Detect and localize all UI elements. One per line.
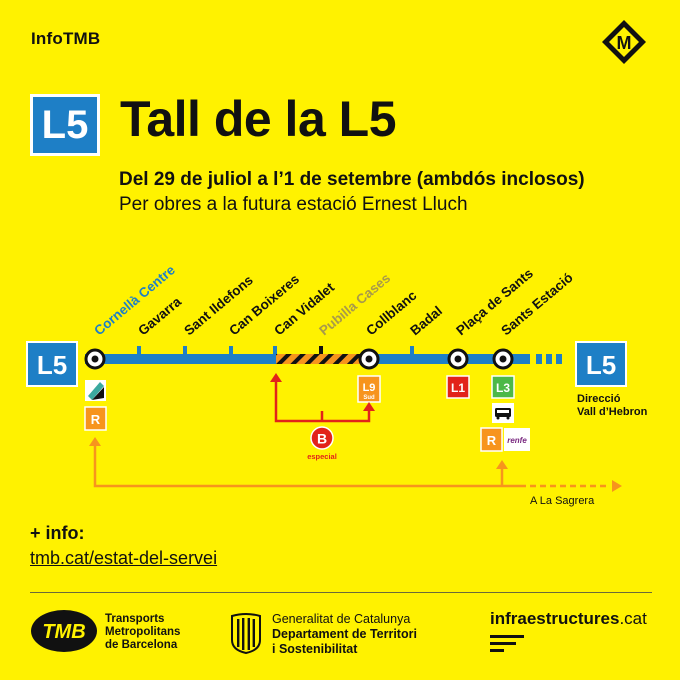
sagrera-label: A La Sagrera [530, 495, 595, 507]
bus-icon [492, 403, 514, 423]
svg-text:M: M [617, 33, 632, 53]
generalitat-name: Generalitat de Catalunya Departament de … [272, 612, 417, 656]
footer-divider [30, 592, 652, 593]
l1-badge: L1 [446, 375, 470, 399]
special-bus-route [274, 381, 371, 423]
svg-text:L3: L3 [496, 381, 510, 395]
svg-text:R: R [487, 433, 497, 448]
svg-text:L1: L1 [451, 381, 465, 395]
metro-m-diamond-icon: M [602, 20, 646, 64]
rodalies-arrow-right [612, 480, 622, 492]
tram-icon [85, 380, 106, 401]
special-bus-label: especial [307, 452, 337, 461]
tmb-logo: TMB [31, 610, 97, 652]
closed-segment [276, 354, 368, 364]
tmb-name: Transports Metropolitans de Barcelona [105, 613, 181, 651]
infraestructures-logo: infraestructures.cat [490, 609, 647, 628]
svg-text:R: R [91, 412, 101, 427]
svg-text:Sud: Sud [363, 395, 375, 401]
line-badge-l5: L5 [30, 94, 100, 156]
direction-label: Direcció [577, 393, 621, 405]
l9-sud-badge: L9 Sud [357, 375, 381, 403]
line-badge-left: L5 [26, 341, 78, 387]
page-title: Tall de la L5 [120, 91, 397, 147]
generalitat-shield-icon [231, 613, 261, 654]
l3-badge: L3 [491, 375, 515, 399]
station-label-badal: Badal [407, 303, 445, 338]
line-track-dashes [536, 354, 562, 364]
more-info-label: + info: [30, 523, 85, 543]
svg-text:B: B [317, 431, 327, 447]
station-ticks [137, 346, 414, 354]
special-bus-badge: B [310, 426, 334, 450]
closure-dates: Del 29 de juliol a l’1 de setembre (ambd… [119, 169, 585, 190]
special-bus-arrow-left [270, 373, 282, 382]
brand-infotmb: InfoTMB [31, 29, 101, 48]
renfe-logo: renfe [504, 428, 530, 451]
pubilla-cases-tick [319, 346, 323, 354]
svg-text:L9: L9 [363, 382, 376, 394]
rodalies-badge-cornella: R [84, 406, 107, 431]
svg-text:L5: L5 [586, 350, 616, 380]
rodalies-arrow-up-cornella [89, 437, 101, 446]
more-info-link[interactable]: tmb.cat/estat-del-servei [30, 548, 218, 568]
svg-text:TMB: TMB [42, 621, 85, 643]
line-map: L5 Cornellà Centre Gavarra Sant Ildefons… [26, 262, 648, 507]
rodalies-badge-sants: R [480, 427, 503, 452]
svg-text:renfe: renfe [507, 436, 527, 445]
rodalies-arrow-up-sants [496, 460, 508, 469]
direction-destination: Vall d’Hebron [577, 406, 648, 418]
line-badge-right: L5 [575, 341, 627, 387]
station-label-placa-de-sants: Plaça de Sants [453, 266, 536, 339]
infraestructures-lines-icon [490, 635, 524, 652]
special-bus-arrow-right [363, 402, 375, 411]
rodalies-route [93, 444, 610, 488]
closure-reason: Per obres a la futura estació Ernest Llu… [119, 194, 468, 215]
svg-text:L5: L5 [37, 350, 67, 380]
